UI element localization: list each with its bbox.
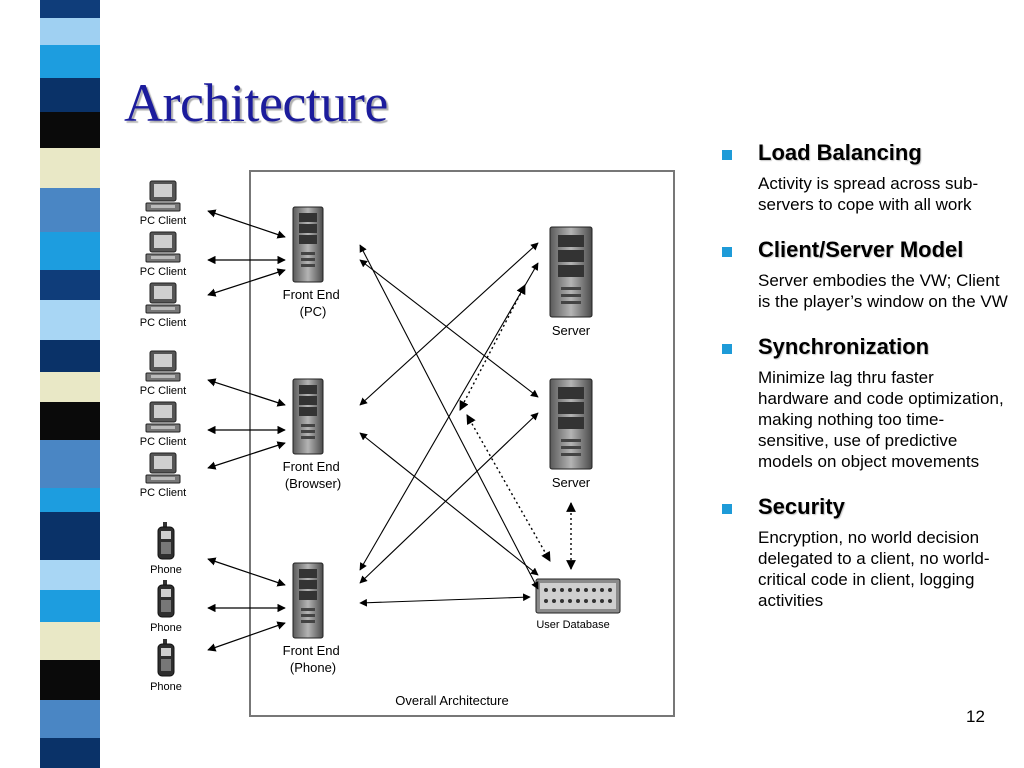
bullet-heading: Client/Server Model <box>758 237 964 262</box>
phone-icon <box>157 521 175 560</box>
database-icon <box>535 578 621 614</box>
pc-client-label: PC Client <box>140 317 186 329</box>
stripe-cell <box>40 112 100 148</box>
square-bullet-icon <box>722 247 732 257</box>
server-icon <box>549 378 593 470</box>
bullet-description: Server embodies the VW; Client is the pl… <box>758 271 1008 311</box>
front-end-phone-tower-icon <box>292 562 324 639</box>
server-label: Server <box>552 475 591 490</box>
connection-arrow <box>359 593 531 607</box>
decorative-stripe-bar <box>0 0 100 768</box>
pc-client-label: PC Client <box>140 436 186 448</box>
front-end-browser-label: Front End (Browser) <box>283 459 344 491</box>
pc-client-icon <box>145 350 181 382</box>
stripe-cell <box>40 440 100 488</box>
stripe-cell <box>40 232 100 270</box>
connection-arrow <box>207 557 286 587</box>
bullet-description: Activity is spread across sub-servers to… <box>758 174 979 214</box>
stripe-cell <box>40 560 100 590</box>
stripe-cell <box>40 18 100 45</box>
page-number: 12 <box>966 707 985 726</box>
pc-client-icon <box>145 180 181 212</box>
stripe-cell <box>40 738 100 768</box>
stripe-cell <box>40 488 100 512</box>
stripe-cell <box>40 622 100 660</box>
stripe-cell <box>40 700 100 738</box>
connection-arrow <box>207 268 286 297</box>
bullet-heading: Synchronization <box>758 334 930 359</box>
stripe-cell <box>40 372 100 402</box>
connection-arrow <box>207 378 286 407</box>
slide-title: Architecture <box>124 73 388 133</box>
front-end-browser-tower-icon <box>292 378 324 455</box>
phone-label: Phone <box>150 564 182 576</box>
stripe-cell <box>40 340 100 372</box>
stripe-cell <box>40 402 100 440</box>
pc-client-label: PC Client <box>140 266 186 278</box>
server-icon <box>549 226 593 318</box>
pc-client-label: PC Client <box>140 487 186 499</box>
front-end-pc-label: Front End (PC) <box>283 287 344 319</box>
pc-client-label: PC Client <box>140 215 186 227</box>
bullet-list: Load Balancing Activity is spread across… <box>718 140 1008 633</box>
bullet-synchronization: Synchronization Minimize lag thru faster… <box>718 334 1008 472</box>
architecture-diagram: PC Client PC Client PC Client PC Client … <box>140 170 675 717</box>
stripe-cell <box>40 0 100 18</box>
stripe-cell <box>40 512 100 560</box>
stripe-cell <box>40 660 100 700</box>
pc-client-icon <box>145 401 181 433</box>
phone-label: Phone <box>150 622 182 634</box>
connection-arrow <box>207 209 286 239</box>
square-bullet-icon <box>722 150 732 160</box>
pc-client-icon <box>145 231 181 263</box>
pc-client-icon <box>145 282 181 314</box>
phone-icon <box>157 579 175 618</box>
phone-icon <box>157 638 175 677</box>
diagram-caption: Overall Architecture <box>395 693 508 708</box>
stripe-cell <box>40 148 100 188</box>
stripe-cell <box>40 270 100 300</box>
connection-arrow <box>207 441 286 470</box>
bullet-description: Minimize lag thru faster hardware and co… <box>758 368 1004 471</box>
database-label: User Database <box>536 619 609 631</box>
stripe-cell <box>40 188 100 232</box>
front-end-pc-tower-icon <box>292 206 324 283</box>
pc-client-label: PC Client <box>140 385 186 397</box>
bullet-heading: Security <box>758 494 845 519</box>
phone-label: Phone <box>150 681 182 693</box>
stripe-cell <box>40 590 100 622</box>
stripe-cell <box>40 45 100 78</box>
square-bullet-icon <box>722 344 732 354</box>
dotted-sync-arrow <box>459 284 526 411</box>
front-end-phone-label: Front End (Phone) <box>283 643 344 675</box>
bullet-heading: Load Balancing <box>758 140 922 165</box>
stripe-cell <box>40 300 100 340</box>
stripe-cell <box>40 78 100 112</box>
bullet-security: Security Encryption, no world decision d… <box>718 494 1008 611</box>
connection-arrow <box>207 621 286 652</box>
bullet-description: Encryption, no world decision delegated … <box>758 528 990 610</box>
server-label: Server <box>552 323 591 338</box>
pc-client-icon <box>145 452 181 484</box>
bullet-client-server-model: Client/Server Model Server embodies the … <box>718 237 1008 312</box>
bullet-load-balancing: Load Balancing Activity is spread across… <box>718 140 1008 215</box>
square-bullet-icon <box>722 504 732 514</box>
